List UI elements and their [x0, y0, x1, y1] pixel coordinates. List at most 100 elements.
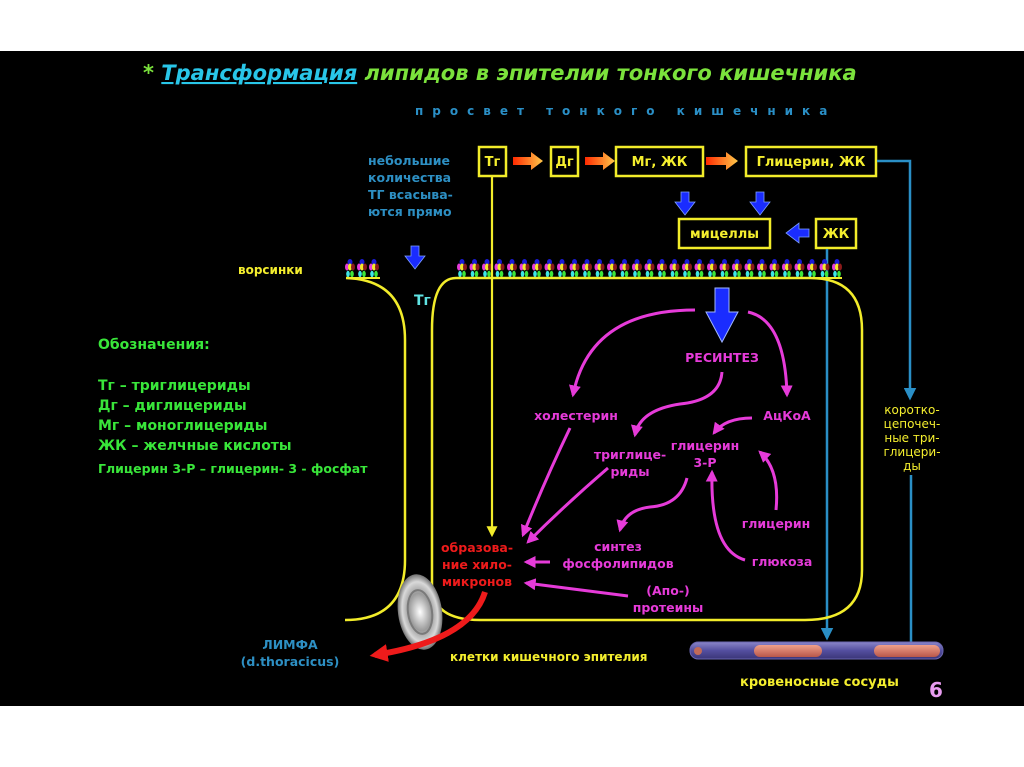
microvillus-icon: [569, 259, 580, 278]
chylomicron-formation-label: ние хило-: [442, 557, 512, 572]
legend-item: ЖК – желчные кислоты: [98, 438, 292, 454]
box-bile-acids: ЖК: [814, 217, 858, 250]
note-line: ТГ всасыва-: [368, 187, 453, 202]
microvillus-icon: [532, 259, 542, 278]
microvillus-icon: [494, 259, 505, 278]
lymph-vessel-icon-ring: [406, 589, 434, 635]
cholesterol-label: холестерин: [534, 408, 618, 423]
microvillus-icon: [457, 259, 467, 278]
glycerol3p-label: 3-Р: [693, 455, 716, 470]
microvilli-right: [456, 259, 842, 279]
box-tg-label: Тг: [485, 155, 501, 170]
microvillus-icon: [357, 259, 367, 278]
microvillus-icon: [607, 259, 617, 278]
short-chain-tg-label: коротко- цепочеч- ные три- глицери- ды: [883, 403, 940, 473]
microvillus-icon: [819, 259, 830, 278]
epithelial-cell-outline: [430, 276, 864, 622]
blue-left-arrow-icon: [785, 222, 810, 244]
microvillus-icon: [582, 259, 592, 278]
short-chain-line: коротко-: [884, 403, 939, 417]
box-mg-fa: Мг, ЖК: [614, 145, 705, 178]
microvillus-icon: [519, 259, 530, 278]
apoproteins-label: (Апо-): [646, 583, 690, 598]
microvillus-icon: [644, 259, 655, 278]
orange-arrow-icon: [585, 152, 615, 170]
orange-arrow-icon: [513, 152, 543, 170]
diagram: * Трансформация липидов в эпителии тонко…: [98, 61, 944, 702]
microvillus-icon: [507, 259, 517, 278]
microvillus-icon: [757, 259, 767, 278]
microvillus-icon: [807, 259, 817, 278]
chylomicron-formation-label: микронов: [442, 574, 512, 589]
slide: * Трансформация липидов в эпителии тонко…: [0, 51, 1024, 706]
orange-arrow-icon: [706, 152, 738, 170]
glycerol3p-label: глицерин: [671, 438, 740, 453]
microvillus-icon: [832, 259, 842, 278]
process-arrows: [520, 308, 793, 598]
resynthesis-label: РЕСИНТЕЗ: [685, 350, 759, 365]
arrow-glycerol3p-phospholipids: [616, 477, 689, 533]
legend-item: Дг – диглицериды: [98, 398, 247, 414]
blue-down-arrow-icon: [674, 191, 696, 216]
arrow-resynthesis-cholesterol: [569, 308, 696, 398]
arrow-cholesterol-chylomicron: [520, 427, 572, 538]
microvillus-icon: [369, 259, 379, 278]
glucose-label: глюкоза: [752, 554, 813, 569]
box-tg: Тг: [477, 145, 508, 178]
box-glycerol-fa: Глицерин, ЖК: [744, 145, 878, 178]
red-blood-cell-icon: [754, 645, 822, 657]
epithelial-cells-label: клетки кишечного эпителия: [450, 650, 647, 664]
blood-vessels-label: кровеносные сосуды: [740, 675, 899, 690]
lymph-label: ЛИМФА: [262, 637, 318, 652]
title-prefix: *: [143, 61, 161, 85]
microvillus-icon: [744, 259, 755, 278]
box-micelles: мицеллы: [677, 217, 772, 250]
legend-heading: Обозначения:: [98, 337, 210, 353]
short-chain-flow-line: [877, 159, 917, 401]
note-line: небольшие: [368, 153, 450, 168]
title-link[interactable]: Трансформация: [161, 61, 357, 85]
page-number: 6: [929, 678, 943, 702]
legend-item: Мг – моноглицериды: [98, 418, 267, 434]
apoproteins-label: протеины: [633, 600, 704, 615]
triglycerides-label: риды: [610, 464, 649, 479]
microvillus-icon: [669, 259, 680, 278]
microvillus-icon: [657, 259, 667, 278]
microvillus-icon: [632, 259, 642, 278]
arrow-triglycerides-chylomicron: [526, 466, 609, 544]
short-chain-line: ды: [903, 459, 921, 473]
lymph-arrow: [369, 590, 488, 662]
short-chain-line: глицери-: [883, 445, 940, 459]
blue-down-arrow-icon: [705, 287, 739, 344]
left-cell-outline: [344, 276, 407, 622]
blue-down-arrow-icon: [404, 245, 426, 270]
box-micelles-label: мицеллы: [690, 227, 759, 242]
triglycerides-label: триглице-: [594, 447, 666, 462]
box-mg-fa-label: Мг, ЖК: [632, 155, 688, 170]
microvillus-icon: [345, 259, 355, 278]
glycerol-label: глицерин: [742, 516, 811, 531]
microvillus-icon: [619, 259, 630, 278]
lumen-label: просвет тонкого кишечника: [415, 104, 836, 118]
microvillus-icon: [594, 259, 605, 278]
microvillus-icon: [707, 259, 717, 278]
chylomicron-formation-label: образова-: [441, 540, 513, 555]
microvillus-icon: [544, 259, 555, 278]
box-glycerol-fa-label: Глицерин, ЖК: [757, 155, 866, 170]
phospholipid-synthesis-label: фосфолипидов: [562, 556, 673, 571]
microvillus-icon: [719, 259, 730, 278]
legend-item: Тг – триглицериды: [98, 378, 251, 394]
tg-absorbed-label: Тг: [414, 293, 431, 309]
legend-note: Глицерин 3-Р – глицерин- 3 - фосфат: [98, 461, 368, 476]
microvillus-icon: [794, 259, 805, 278]
slide-title: * Трансформация липидов в эпителии тонко…: [143, 61, 857, 85]
box-bile-acids-label: ЖК: [823, 227, 850, 242]
box-dg: Дг: [549, 145, 580, 178]
microvillus-icon: [482, 259, 492, 278]
box-dg-label: Дг: [555, 155, 574, 170]
arrow-glucose-glycerol3p: [705, 469, 746, 562]
microvillus-icon: [557, 259, 567, 278]
lymph-vessel-icon: [397, 574, 443, 650]
microvillus-icon: [732, 259, 742, 278]
phospholipid-synthesis-label: синтез: [594, 539, 642, 554]
